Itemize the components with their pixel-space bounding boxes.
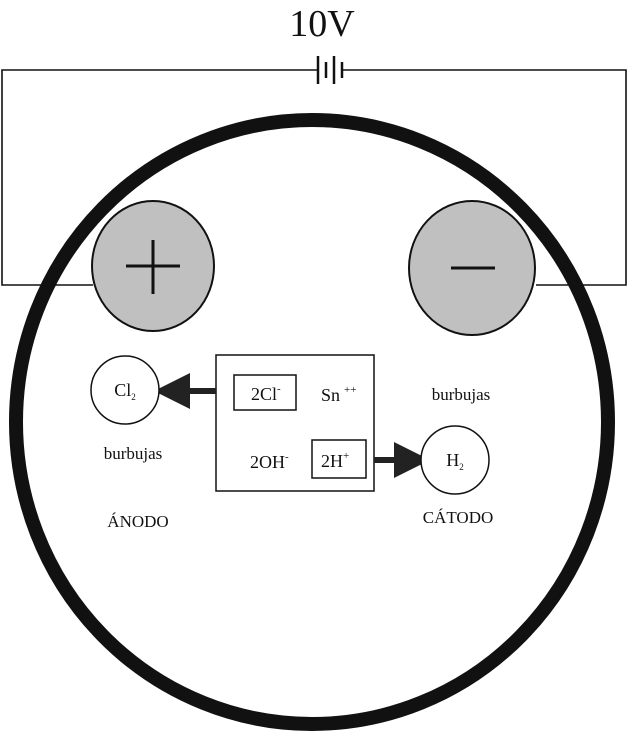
chlorine-gas-circle xyxy=(90,355,160,425)
anode-bubbles-label: burbujas xyxy=(104,444,163,463)
hydroxide-ion-label: 2OH- xyxy=(250,451,289,472)
chlorine-gas-label: Cl2 xyxy=(114,380,136,402)
anode-electrode xyxy=(91,200,215,332)
anode-label: ÁNODO xyxy=(107,512,168,531)
hydrogen-ion-box xyxy=(311,439,367,479)
electrolytic-cell xyxy=(9,113,615,731)
cathode-bubbles-label: burbujas xyxy=(432,385,491,404)
ion-box xyxy=(215,354,375,492)
cathode-electrode xyxy=(408,200,536,336)
voltage-label: 10V xyxy=(289,3,355,45)
tin-ion-label: Sn++ xyxy=(321,384,356,405)
chloride-ion-label: 2Cl- xyxy=(251,383,281,404)
battery-symbol xyxy=(316,56,344,84)
chloride-ion-box xyxy=(233,374,297,411)
hydrogen-gas-label: H2 xyxy=(446,450,464,472)
hydrogen-gas-circle xyxy=(420,425,490,495)
cathode-label: CÁTODO xyxy=(423,508,494,527)
hydrogen-ion-label: 2H+ xyxy=(321,450,349,471)
